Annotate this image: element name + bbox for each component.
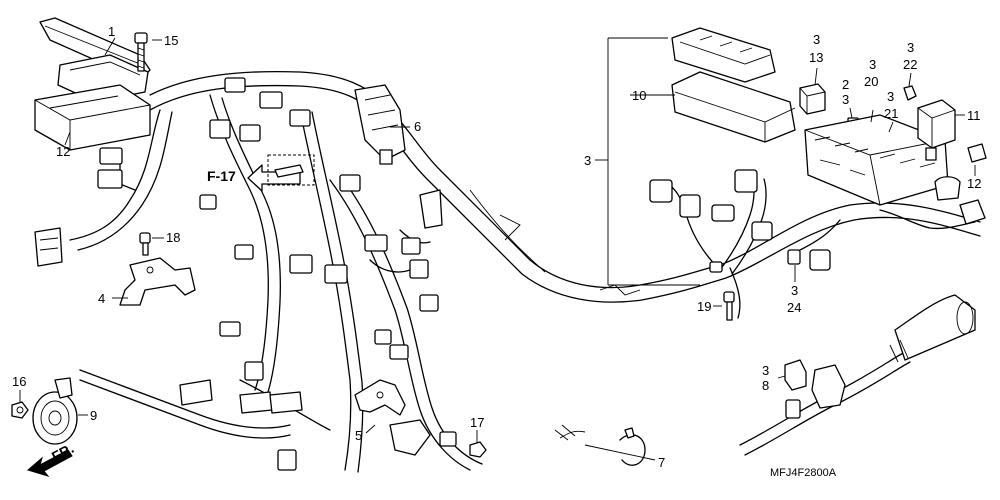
part-8-relay xyxy=(784,359,807,391)
part-18-bolt xyxy=(139,232,151,256)
relay-box xyxy=(804,114,949,206)
part-15-bolt xyxy=(134,32,148,72)
part-5-bracket xyxy=(354,379,406,416)
front-direction-arrow xyxy=(26,449,73,477)
callout-3-main: 3 xyxy=(584,153,591,168)
callout-22-prefix: 3 xyxy=(907,40,914,55)
part-16-nut xyxy=(11,401,29,419)
callout-2-sub: 3 xyxy=(842,92,849,107)
callout-1: 1 xyxy=(108,24,115,39)
f17-reference xyxy=(247,154,315,192)
part-12-connector-right xyxy=(934,143,987,201)
reference-figure-label: F-17 xyxy=(207,168,236,184)
tail-connectors xyxy=(785,294,976,419)
leader-lines xyxy=(19,37,976,461)
callout-10: 10 xyxy=(632,88,646,103)
lower-connector-group xyxy=(389,419,457,456)
part-17-bolt xyxy=(469,441,487,458)
callout-16: 16 xyxy=(12,374,26,389)
part-13-relay xyxy=(799,83,826,115)
callout-17: 17 xyxy=(470,415,484,430)
callout-4: 4 xyxy=(98,291,105,306)
callout-8: 8 xyxy=(762,378,769,393)
callout-13: 13 xyxy=(809,50,823,65)
callout-20: 20 xyxy=(864,74,878,89)
callout-24-prefix: 3 xyxy=(791,283,798,298)
part-11-relay xyxy=(917,99,956,161)
callout-19: 19 xyxy=(697,299,711,314)
callout-2: 2 xyxy=(842,77,849,92)
right-connectors xyxy=(649,169,986,273)
callout-6: 6 xyxy=(414,119,421,134)
callout-18: 18 xyxy=(166,230,180,245)
callout-20-prefix: 3 xyxy=(869,57,876,72)
part-10-fuse-box xyxy=(671,27,796,143)
part-19-bolt xyxy=(723,291,735,321)
callout-7: 7 xyxy=(658,455,665,470)
callout-12-left: 12 xyxy=(56,144,70,159)
callout-8-prefix: 3 xyxy=(762,363,769,378)
callout-12-right: 12 xyxy=(967,176,981,191)
callout-22: 22 xyxy=(903,57,917,72)
middle-connectors xyxy=(179,174,443,471)
drawing-code: MFJ4F2800A xyxy=(770,467,837,479)
callout-5: 5 xyxy=(355,428,362,443)
part-4-bracket xyxy=(119,257,196,306)
left-connectors xyxy=(34,147,264,381)
part-12-ecu xyxy=(34,84,151,151)
main-harness-trunk xyxy=(149,70,981,303)
part-7-clamp xyxy=(554,424,646,466)
callout-13-prefix: 3 xyxy=(813,32,820,47)
callout-15: 15 xyxy=(164,33,178,48)
part-22-fuse xyxy=(903,85,917,101)
callout-24: 24 xyxy=(787,300,801,315)
callout-11: 11 xyxy=(967,108,981,123)
callout-labels: 1 15 12 6 18 4 16 9 5 17 7 10 3 19 3 13 … xyxy=(12,24,981,479)
upper-connector-cluster xyxy=(209,77,406,165)
callout-9: 9 xyxy=(90,408,97,423)
part-9-horn xyxy=(32,377,78,445)
callout-21-prefix: 3 xyxy=(887,89,894,104)
callout-21: 21 xyxy=(884,106,898,121)
